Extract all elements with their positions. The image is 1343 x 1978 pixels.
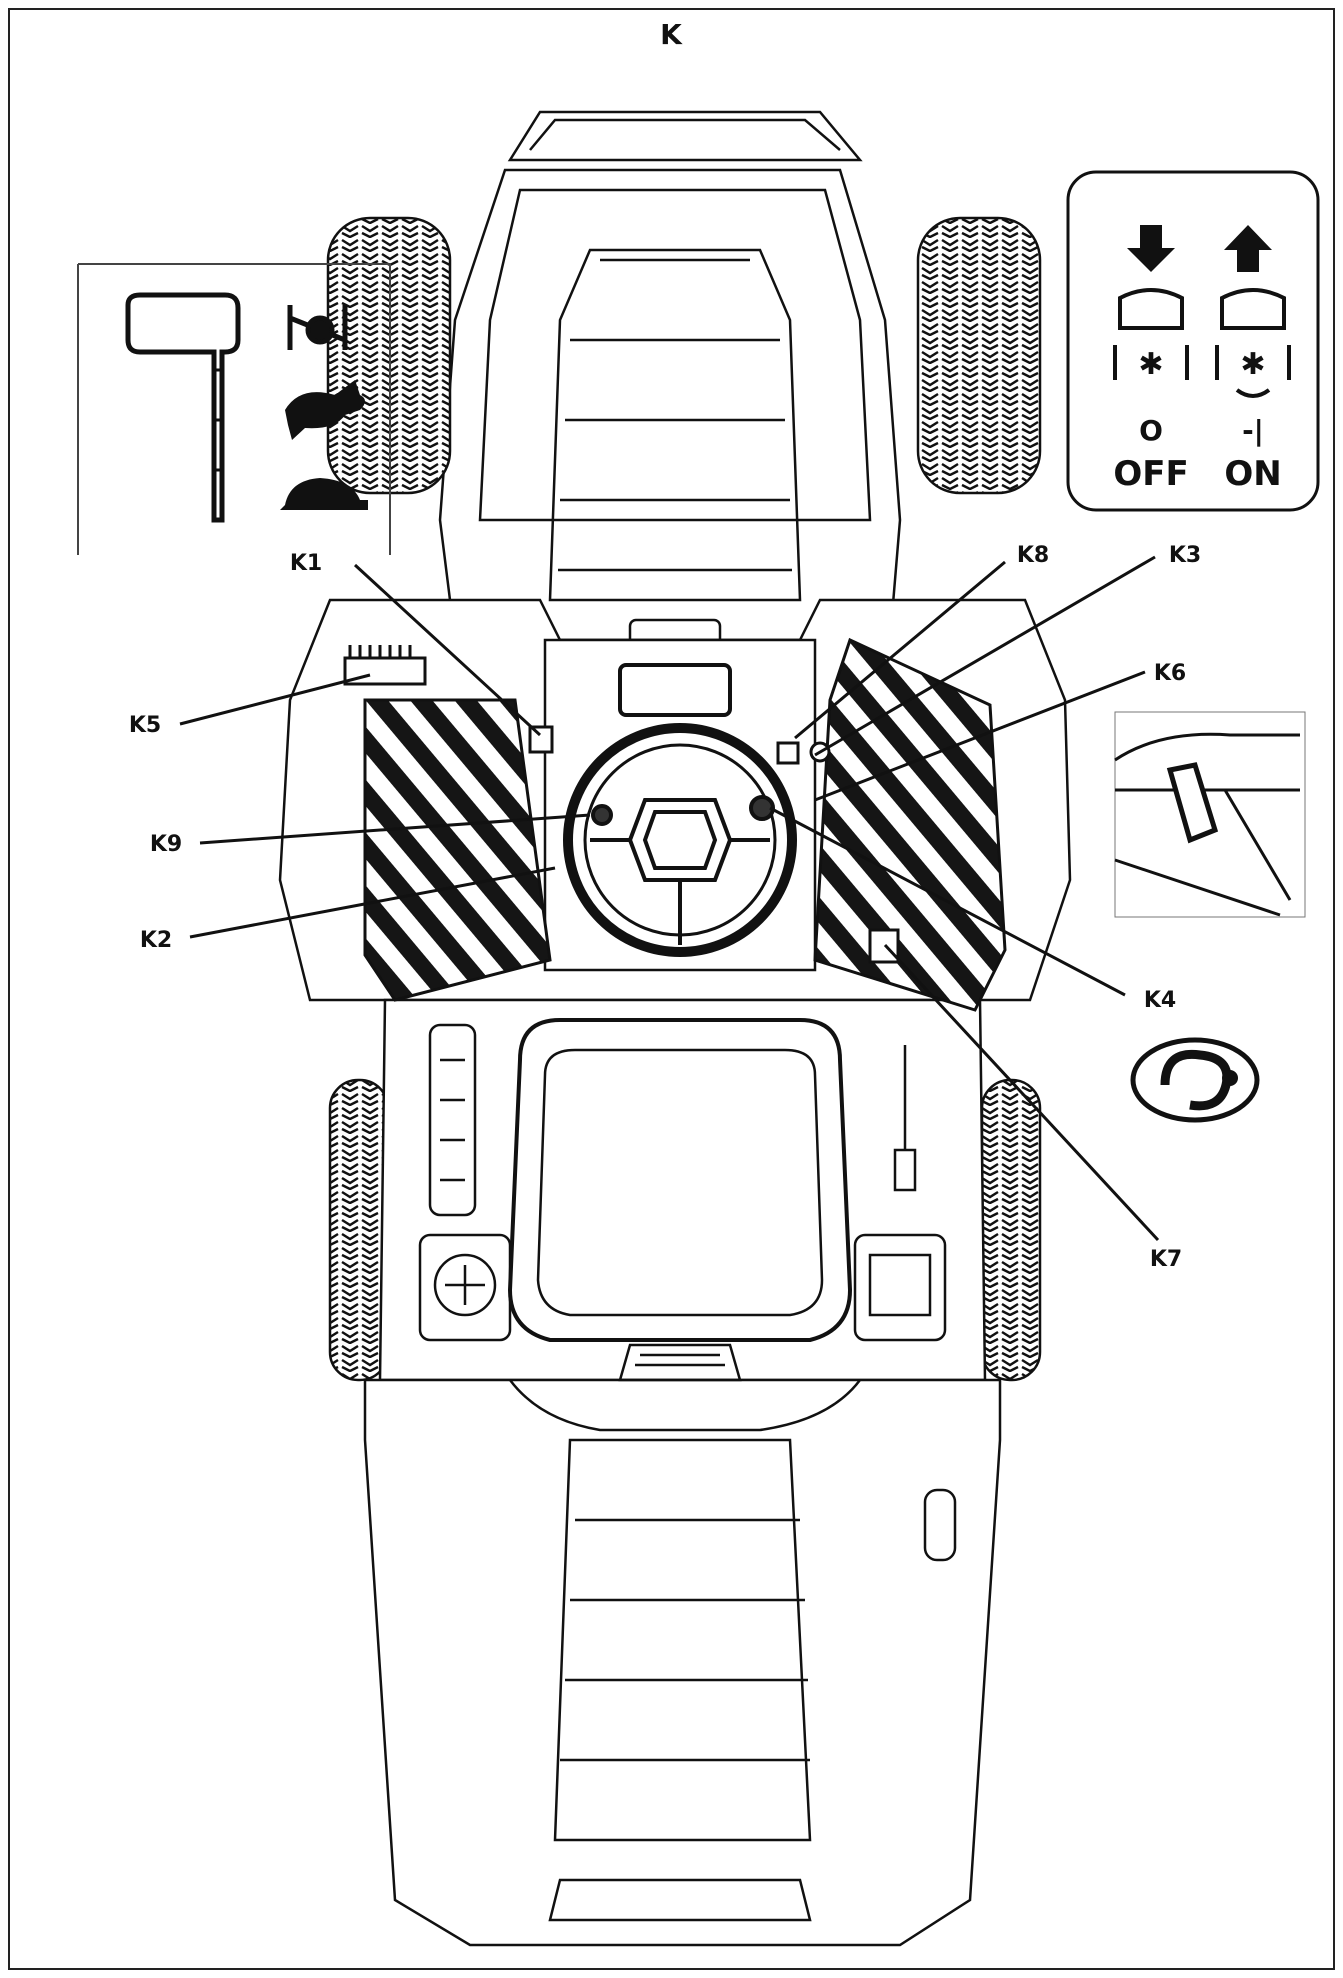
callout-k1: K1 (290, 551, 322, 576)
arrow-down-icon (1127, 225, 1175, 272)
callout-k4: K4 (1144, 988, 1176, 1013)
rabbit-fast-icon (285, 380, 365, 440)
on-symbol: -| (1242, 414, 1264, 447)
on-label: ON (1224, 454, 1281, 494)
key-knob-on (1220, 288, 1286, 330)
rear-wheel-left (328, 1078, 390, 1382)
front-wheel-right (916, 216, 1042, 495)
throttle-lever-marker (528, 725, 554, 754)
callout-k7: K7 (1150, 1247, 1182, 1272)
turtle-slow-icon (280, 478, 368, 510)
callout-k8: K8 (1017, 543, 1049, 568)
foot-pad-left (363, 698, 552, 1002)
off-symbol: O (1139, 414, 1163, 447)
steering-wheel (563, 723, 797, 957)
off-label: OFF (1113, 454, 1188, 494)
arrow-up-icon (1224, 225, 1272, 272)
tractor-body (278, 110, 1072, 1947)
height-lever-marker (343, 656, 427, 686)
figure-frame (8, 8, 1335, 1970)
cruise-control-icon (1130, 1037, 1260, 1123)
svg-text:✱: ✱ (1240, 347, 1265, 382)
callout-k9: K9 (150, 832, 182, 857)
throttle-lever-icon (125, 292, 241, 523)
callout-k5: K5 (129, 713, 161, 738)
callout-leaders (179, 555, 1160, 1242)
callout-k3: K3 (1169, 543, 1201, 568)
figure-title: K (660, 18, 683, 51)
blade-switch-icon: ✱ (1138, 347, 1163, 382)
ignition-inset: ✱ ✱ O -| OFF ON (1066, 170, 1320, 512)
rear-wheel-right (980, 1078, 1042, 1382)
pedal-inset (1114, 711, 1306, 918)
ignition-marker (776, 741, 800, 765)
choke-icon (287, 305, 348, 350)
foot-pad-right (813, 637, 1007, 1012)
key-knob-off (1118, 288, 1184, 330)
cruise-button-marker (868, 928, 900, 964)
throttle-inset (77, 263, 391, 555)
callout-k2: K2 (140, 928, 172, 953)
callout-k6: K6 (1154, 661, 1186, 686)
